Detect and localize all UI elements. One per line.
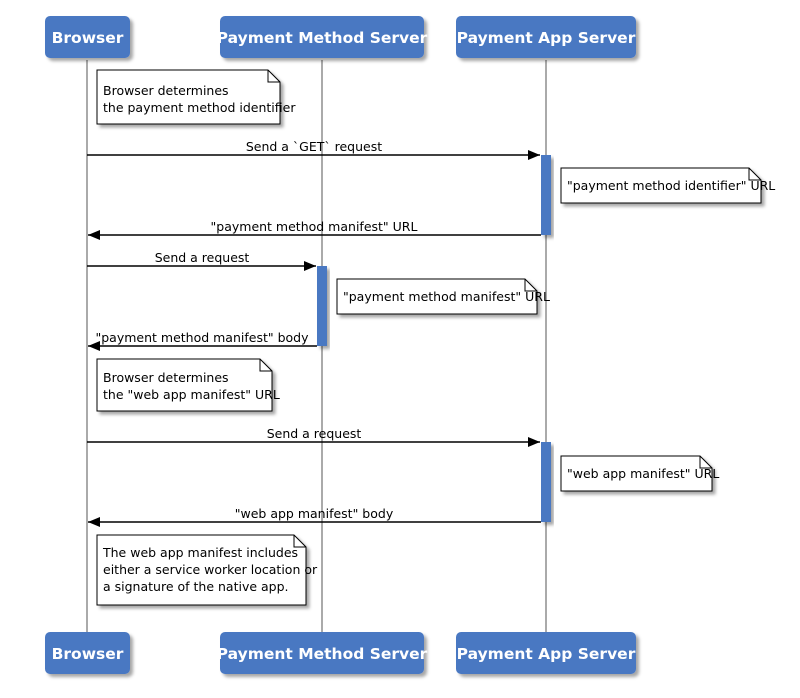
message-send-request-pas: Send a request <box>87 426 540 447</box>
note: "payment method manifest" URL <box>336 278 550 315</box>
message-label: "web app manifest" body <box>235 506 394 521</box>
participants-top: Browser Payment Method Server Payment Ap… <box>45 16 636 58</box>
note-line: "payment method manifest" URL <box>343 289 550 304</box>
activation-bar <box>317 266 327 346</box>
note-line: the "web app manifest" URL <box>103 387 280 402</box>
message-label: "payment method manifest" body <box>95 330 309 345</box>
message-send-request-pms: Send a request <box>87 250 316 271</box>
message-get-request: Send a `GET` request <box>87 139 540 160</box>
message-label: Send a request <box>267 426 362 441</box>
message-payment-method-manifest-body: "payment method manifest" body <box>88 330 317 351</box>
activation-bar <box>541 442 551 522</box>
message-payment-method-manifest-url: "payment method manifest" URL <box>88 219 541 240</box>
note-line: "payment method identifier" URL <box>567 178 775 193</box>
participant-payment-method-server[interactable]: Payment Method Server <box>217 16 428 58</box>
participant-label: Payment Method Server <box>217 29 428 47</box>
participant-payment-app-server[interactable]: Payment App Server <box>456 632 636 674</box>
note-line: Browser determines <box>103 370 229 385</box>
message-web-app-manifest-body: "web app manifest" body <box>88 506 541 527</box>
note-line: the payment method identifier <box>103 100 296 115</box>
notes: Browser determines the payment method id… <box>96 69 775 606</box>
note-line: either a service worker location or <box>103 562 318 577</box>
activations <box>317 155 551 522</box>
participant-label: Payment Method Server <box>217 645 428 663</box>
note: The web app manifest includes either a s… <box>96 534 318 606</box>
messages: Send a `GET` request "payment method man… <box>87 139 541 527</box>
participant-browser[interactable]: Browser <box>45 632 130 674</box>
message-label: Send a request <box>155 250 250 265</box>
activation-bar <box>541 155 551 235</box>
participant-payment-method-server[interactable]: Payment Method Server <box>217 632 428 674</box>
participant-browser[interactable]: Browser <box>45 16 130 58</box>
participant-label: Browser <box>52 645 124 663</box>
participant-label: Payment App Server <box>457 645 636 663</box>
note-line: Browser determines <box>103 83 229 98</box>
note-line: The web app manifest includes <box>102 545 298 560</box>
message-label: Send a `GET` request <box>246 139 382 154</box>
note: "payment method identifier" URL <box>560 167 775 204</box>
note: "web app manifest" URL <box>560 455 719 492</box>
note-line: a signature of the native app. <box>103 579 289 594</box>
participant-label: Browser <box>52 29 124 47</box>
note: Browser determines the "web app manifest… <box>96 358 280 412</box>
note: Browser determines the payment method id… <box>96 69 296 125</box>
note-line: "web app manifest" URL <box>567 466 719 481</box>
participant-label: Payment App Server <box>457 29 636 47</box>
participant-payment-app-server[interactable]: Payment App Server <box>456 16 636 58</box>
message-label: "payment method manifest" URL <box>211 219 418 234</box>
participants-bottom: Browser Payment Method Server Payment Ap… <box>45 632 636 674</box>
